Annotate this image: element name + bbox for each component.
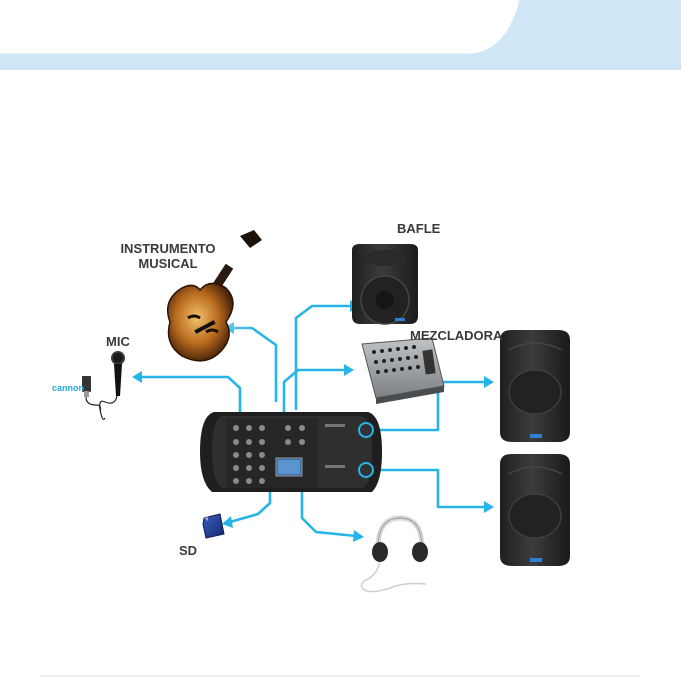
- bafle-label: BAFLE: [397, 221, 440, 236]
- microphone-image: [82, 351, 125, 419]
- sd-card-image: [203, 514, 224, 538]
- cable-bafle: [296, 306, 352, 410]
- bafle-speaker-image: [352, 244, 418, 324]
- cable-mixer: [284, 370, 346, 414]
- mixer-image: [362, 338, 444, 404]
- instrument-label: INSTRUMENTO MUSICAL: [118, 241, 218, 271]
- header-band: [0, 0, 681, 70]
- instrument-label-line2: MUSICAL: [118, 256, 218, 271]
- speaker-top-image: [500, 330, 570, 442]
- sd-label: SD: [179, 543, 197, 558]
- speaker-bottom-image: [500, 454, 570, 566]
- cannon-label: cannon: [52, 381, 84, 396]
- headphones-image: [361, 518, 428, 592]
- main-console-unit: [200, 412, 382, 492]
- cable-speaker-bottom: [366, 470, 486, 507]
- mezcladora-label: MEZCLADORA: [410, 328, 502, 343]
- mic-label: MIC: [106, 334, 130, 349]
- instrument-label-line1: INSTRUMENTO: [118, 241, 218, 256]
